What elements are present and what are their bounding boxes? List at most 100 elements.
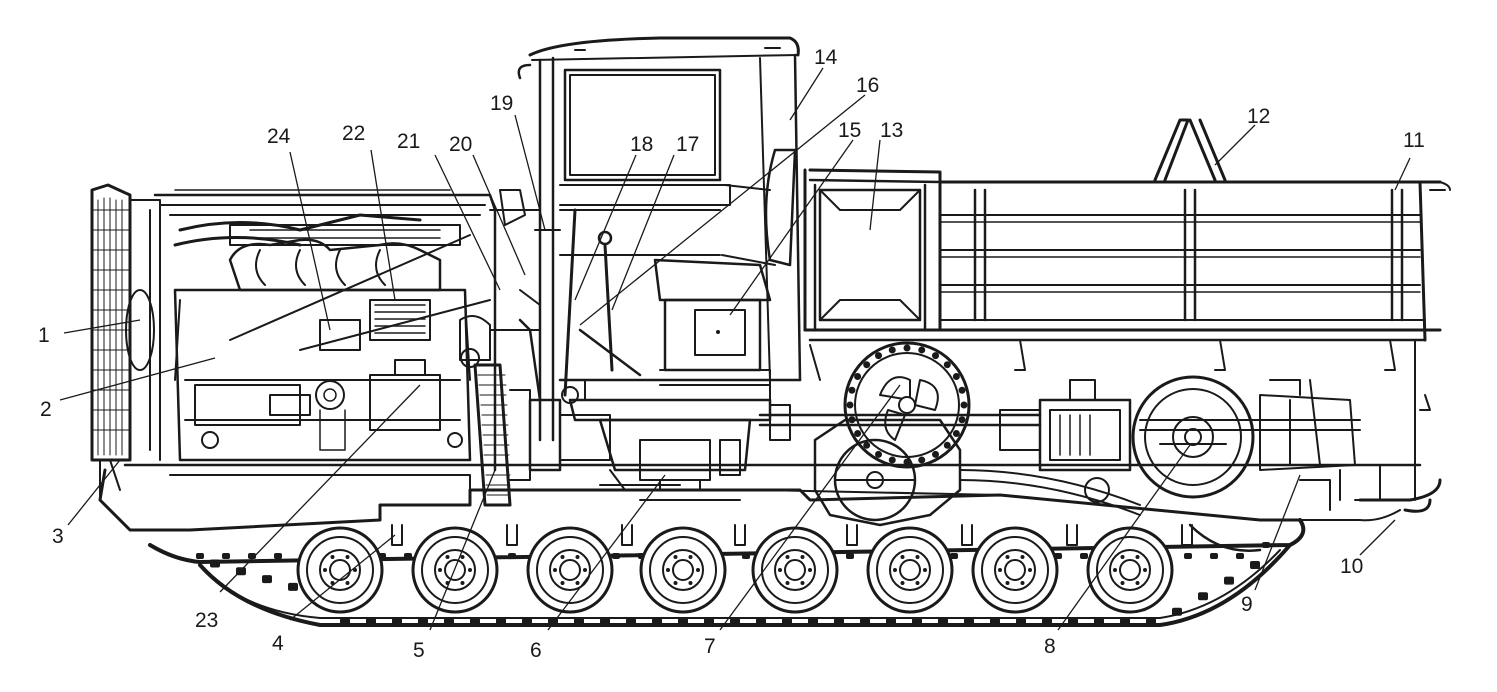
sprocket-tooth	[960, 401, 968, 409]
track-link	[704, 618, 714, 626]
track-link	[418, 618, 428, 626]
road-wheel	[751, 524, 858, 614]
sprocket-tooth	[918, 346, 926, 354]
track-link	[196, 553, 204, 559]
sprocket-tooth	[903, 344, 911, 352]
track-link	[496, 618, 506, 626]
label-11: 11	[1403, 129, 1425, 152]
track-link	[1262, 542, 1270, 548]
flywheel-housing	[473, 363, 531, 507]
label-4: 4	[272, 632, 284, 655]
sprocket-tooth	[875, 450, 882, 458]
track-link	[392, 618, 402, 626]
track-link	[222, 553, 230, 559]
gearbox	[559, 386, 772, 501]
track-link	[782, 618, 792, 626]
label-19: 19	[490, 92, 513, 115]
track-link	[626, 618, 636, 626]
track-link	[1250, 561, 1260, 569]
sprocket-tooth	[932, 352, 939, 360]
track-link	[1042, 618, 1052, 626]
sprocket-tooth	[958, 386, 966, 394]
sprocket-tooth	[846, 401, 854, 409]
spare-rack	[1153, 118, 1227, 182]
track-link	[1184, 553, 1192, 559]
road-wheel	[866, 524, 973, 614]
label-3: 3	[52, 525, 64, 548]
label-14: 14	[814, 46, 838, 69]
label-17: 17	[676, 133, 699, 156]
callout-labels: 1 2 3 4 5 6 7 8 9 10 11 12 13 14 15 16 1…	[38, 46, 1425, 662]
road-wheel	[971, 524, 1078, 614]
track-link	[730, 618, 740, 626]
track-link	[210, 559, 220, 568]
track-link	[1146, 618, 1156, 626]
track-link	[652, 618, 662, 626]
label-24: 24	[267, 125, 291, 148]
track-link	[846, 553, 854, 559]
track-link	[404, 553, 412, 559]
track-link	[860, 618, 870, 626]
track-link	[574, 618, 584, 626]
road-wheel	[296, 524, 403, 614]
track-link	[366, 618, 376, 626]
label-22: 22	[342, 122, 365, 145]
label-5: 5	[413, 639, 425, 662]
label-8: 8	[1044, 635, 1056, 658]
track-link	[1198, 592, 1208, 601]
sprocket-tooth	[863, 441, 871, 449]
sprocket-tooth	[958, 416, 966, 424]
track-link	[288, 582, 298, 591]
label-21: 21	[397, 130, 420, 153]
sprocket-tooth	[943, 441, 951, 449]
track-link	[508, 553, 516, 559]
cab	[489, 36, 802, 472]
track-link	[678, 618, 688, 626]
sprocket-tooth	[848, 386, 856, 394]
engine-compartment	[153, 189, 497, 472]
label-1: 1	[38, 324, 50, 347]
road-wheel	[1086, 524, 1193, 614]
label-6: 6	[530, 639, 542, 662]
cargo-bed	[803, 168, 1451, 381]
track-link	[274, 553, 282, 559]
track-link	[600, 618, 610, 626]
label-20: 20	[449, 133, 472, 156]
sprocket-tooth	[888, 456, 896, 464]
sprocket-tooth	[854, 430, 862, 437]
track-link	[340, 618, 350, 626]
track-link	[444, 618, 454, 626]
leader-lines	[59, 67, 1411, 631]
label-18: 18	[630, 133, 653, 156]
road-wheel	[526, 524, 633, 614]
track-link	[522, 618, 532, 626]
track-link	[834, 618, 844, 626]
label-23: 23	[195, 609, 218, 632]
label-10: 10	[1340, 555, 1363, 578]
label-2: 2	[40, 398, 52, 421]
sprocket-tooth	[854, 373, 862, 380]
road-wheel	[411, 524, 518, 614]
track-link	[1120, 618, 1130, 626]
road-wheels	[296, 524, 1193, 614]
track-link	[742, 553, 750, 559]
label-9: 9	[1241, 593, 1253, 616]
track-link	[756, 618, 766, 626]
sprocket-tooth	[863, 361, 871, 369]
track-link	[808, 618, 818, 626]
sprocket-tooth	[875, 352, 882, 360]
road-wheel	[639, 524, 746, 614]
track-link	[1172, 607, 1182, 616]
sprocket-tooth	[952, 430, 960, 437]
track-link	[1236, 553, 1244, 559]
label-16: 16	[856, 74, 879, 97]
label-13: 13	[880, 119, 903, 142]
sprocket	[843, 341, 971, 469]
sprocket-tooth	[888, 346, 896, 354]
rear-transmission	[999, 379, 1381, 552]
track-link	[470, 618, 480, 626]
sprocket-tooth	[932, 450, 939, 458]
label-15: 15	[838, 119, 861, 142]
track-link	[1016, 618, 1026, 626]
